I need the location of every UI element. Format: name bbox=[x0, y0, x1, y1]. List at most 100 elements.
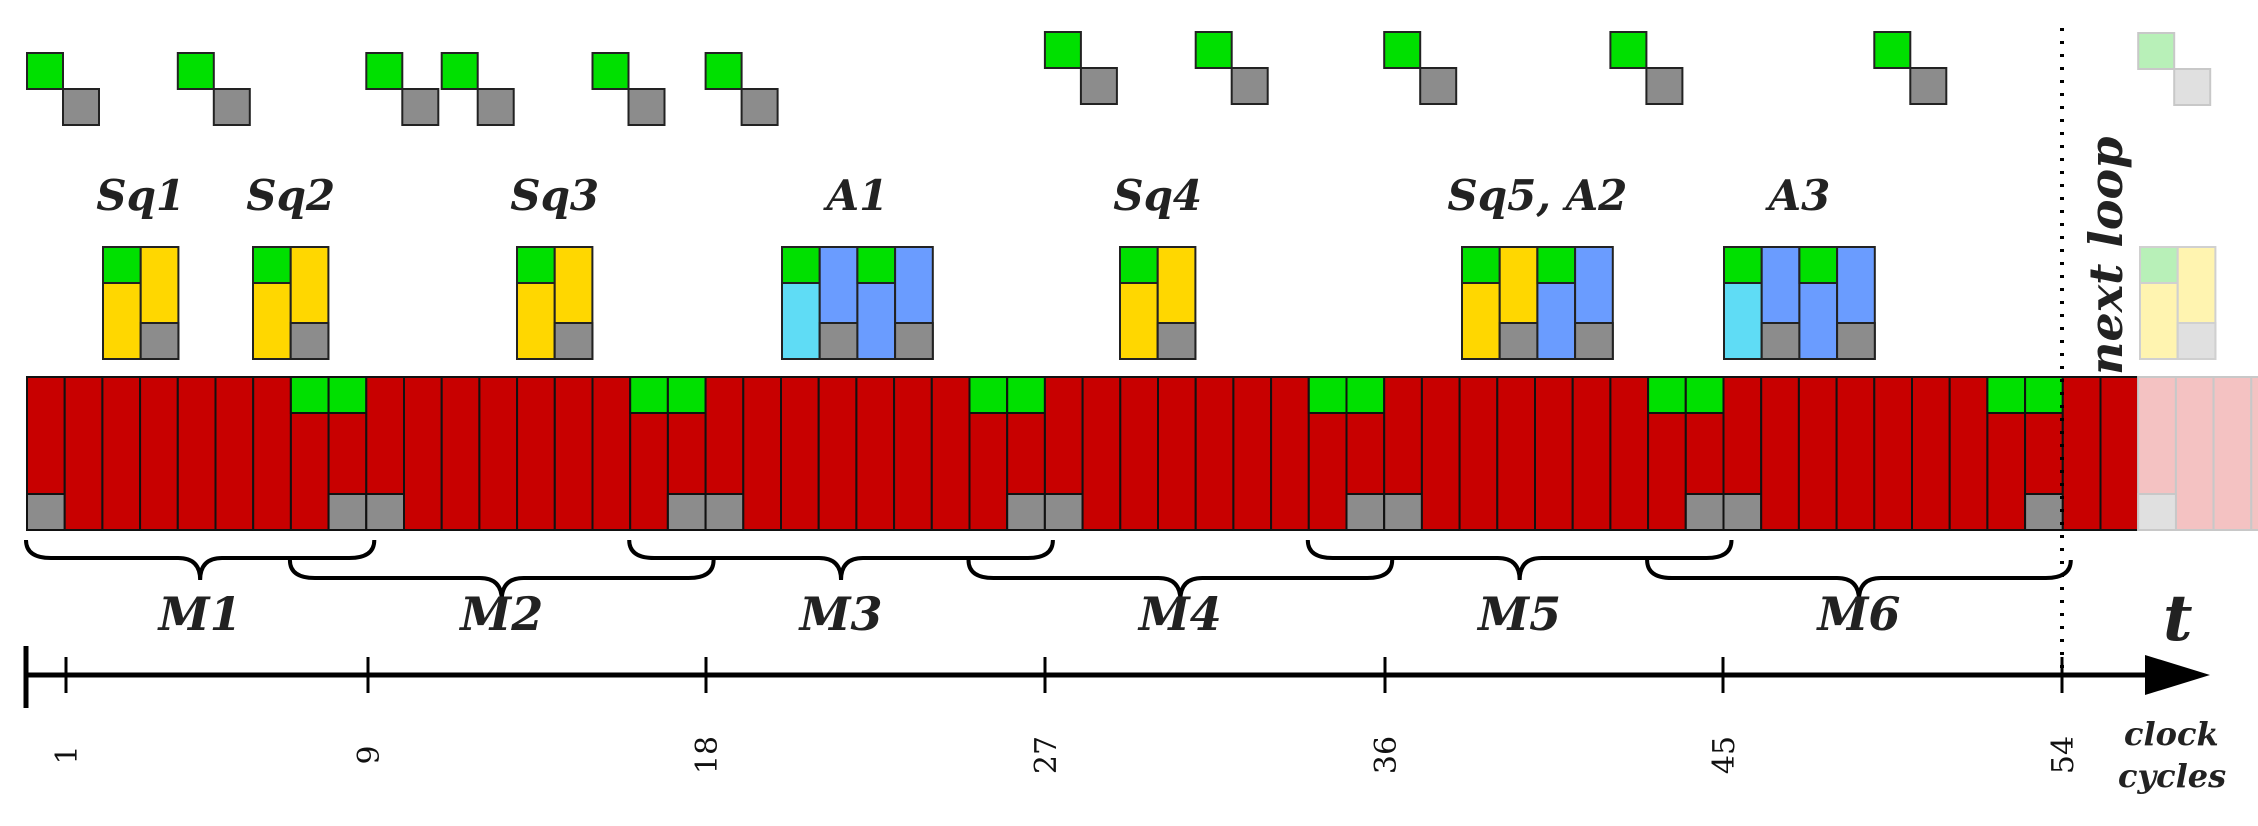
cycle-gray-block bbox=[1006, 493, 1046, 531]
cycle-cell bbox=[1760, 376, 1800, 531]
cycle-cell bbox=[1157, 376, 1197, 531]
op-block-green bbox=[1798, 246, 1839, 284]
axis-tick-label: 1 bbox=[50, 745, 85, 764]
operation-label: Sq3 bbox=[510, 171, 599, 220]
multiplication-brace bbox=[627, 539, 1055, 581]
cycle-cell bbox=[478, 376, 519, 531]
top-op-green bbox=[365, 52, 404, 90]
cycle-cell bbox=[553, 376, 594, 531]
cycle-cell bbox=[1119, 376, 1160, 531]
op-block-gray bbox=[818, 322, 859, 360]
op-block-gray bbox=[139, 322, 180, 360]
cycle-green-block bbox=[1006, 376, 1046, 414]
top-op-green bbox=[704, 52, 743, 90]
axis-tick-label: 27 bbox=[1029, 736, 1064, 774]
operation-label: Sq4 bbox=[1113, 171, 1202, 220]
axis-tick-label: 18 bbox=[690, 736, 725, 774]
cycle-cell bbox=[1232, 376, 1273, 531]
op-block-green bbox=[1461, 246, 1501, 284]
cycle-green-block bbox=[1345, 376, 1386, 414]
axis-unit-label-line2: cycles bbox=[2118, 757, 2226, 795]
multiplication-label: M2 bbox=[458, 587, 543, 641]
op-block-green bbox=[252, 246, 292, 284]
cycle-green-block bbox=[1647, 376, 1687, 414]
axis-tick-label: 9 bbox=[352, 745, 387, 764]
op-block-green bbox=[781, 246, 821, 284]
multiplication-brace bbox=[287, 559, 716, 601]
top-op-green bbox=[1383, 31, 1422, 69]
cycle-gray-block bbox=[1722, 493, 1763, 531]
cycle-cell bbox=[176, 376, 217, 531]
multiplication-label: M3 bbox=[798, 587, 883, 641]
top-op-gray bbox=[1645, 67, 1684, 105]
multiplication-brace bbox=[966, 559, 1395, 601]
cycle-cell bbox=[1835, 376, 1876, 531]
cycle-cell bbox=[1194, 376, 1235, 531]
cycle-cell bbox=[1081, 376, 1122, 531]
next-loop-cycle-cell bbox=[2250, 376, 2258, 531]
cycle-cell bbox=[403, 376, 443, 531]
axis-arrowhead bbox=[2145, 655, 2210, 695]
cycle-cell bbox=[930, 376, 971, 531]
top-op-gray bbox=[476, 88, 515, 126]
top-op-gray bbox=[1909, 67, 1948, 105]
next-loop-gray-block bbox=[2137, 493, 2177, 531]
cycle-cell bbox=[252, 376, 292, 531]
top-op-green bbox=[26, 52, 64, 90]
cycle-cell bbox=[591, 376, 632, 531]
cycle-cell bbox=[1534, 376, 1574, 531]
cycle-gray-block bbox=[365, 493, 405, 531]
cycle-green-block bbox=[968, 376, 1009, 414]
cycle-gray-block bbox=[327, 493, 368, 531]
op-block-green bbox=[1119, 246, 1159, 284]
top-op-gray bbox=[627, 88, 666, 126]
multiplication-brace bbox=[24, 539, 377, 581]
operation-label: A1 bbox=[822, 171, 888, 220]
cycle-cell bbox=[1948, 376, 1989, 531]
cycle-cell bbox=[63, 376, 104, 531]
op-block-gray bbox=[1836, 322, 1876, 360]
op-block-gray bbox=[1156, 322, 1197, 360]
cycle-green-block bbox=[629, 376, 669, 414]
top-op-green bbox=[1043, 31, 1082, 69]
cycle-gray-block bbox=[26, 493, 66, 531]
op-block-green bbox=[1536, 246, 1577, 284]
cycle-cell bbox=[780, 376, 820, 531]
cycle-gray-block bbox=[1345, 493, 1386, 531]
op-block-gray bbox=[1498, 322, 1539, 360]
op-block-gray bbox=[1760, 322, 1801, 360]
cycle-gray-block bbox=[666, 493, 707, 531]
cycle-green-block bbox=[2024, 376, 2064, 414]
multiplication-brace bbox=[1645, 559, 2073, 601]
top-op-green bbox=[440, 52, 479, 90]
cycle-green-block bbox=[327, 376, 368, 414]
multiplication-label: M4 bbox=[1137, 587, 1222, 641]
next-loop-label: next loop bbox=[2079, 137, 2133, 375]
multiplication-label: M5 bbox=[1476, 587, 1561, 641]
cycle-cell bbox=[817, 376, 858, 531]
top-op-green bbox=[591, 52, 630, 90]
op-block-green bbox=[1723, 246, 1763, 284]
top-op-gray bbox=[1419, 67, 1458, 105]
cycle-cell bbox=[1420, 376, 1461, 531]
op-block-gray bbox=[553, 322, 594, 360]
multiplication-label: M1 bbox=[157, 587, 242, 641]
cycle-gray-block bbox=[1383, 493, 1423, 531]
cycle-green-block bbox=[1986, 376, 2027, 414]
top-op-next-loop-gray bbox=[2173, 68, 2212, 106]
operation-label: Sq1 bbox=[96, 171, 185, 220]
op-block-gray bbox=[1574, 322, 1614, 360]
operation-label: Sq2 bbox=[246, 171, 335, 220]
op-block-green bbox=[856, 246, 897, 284]
pipeline-bar bbox=[26, 376, 2258, 531]
cycle-gray-block bbox=[1043, 493, 1084, 531]
operation-label: A3 bbox=[1764, 171, 1830, 220]
top-operations-row bbox=[26, 31, 2212, 126]
cycle-cell bbox=[855, 376, 896, 531]
axis-tick-label: 54 bbox=[2046, 736, 2081, 774]
top-op-green bbox=[1194, 31, 1233, 69]
